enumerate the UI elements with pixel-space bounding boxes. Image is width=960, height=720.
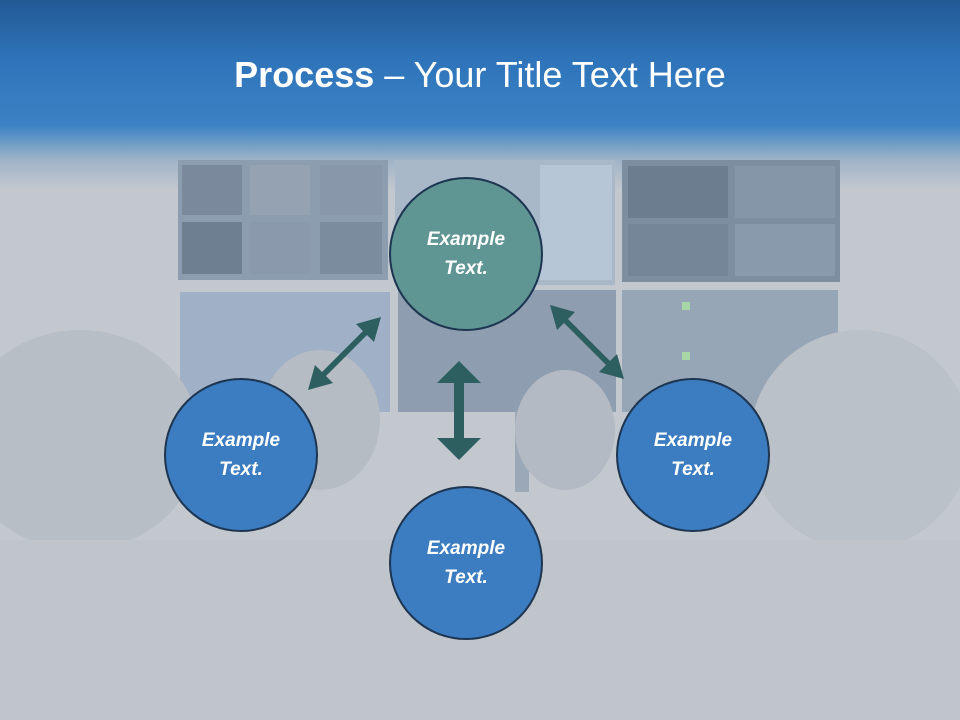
process-node-bottom-label: Example Text. [426,538,506,588]
process-node-center-label: Example Text. [426,229,506,279]
process-node-right: Example Text. [616,378,770,532]
title-bold: Process [234,54,375,95]
process-node-right-label: Example Text. [653,430,733,480]
process-node-bottom: Example Text. [389,486,543,640]
arrow-center-left [308,317,381,390]
arrow-center-bottom [437,361,481,460]
title-rest: – Your Title Text Here [374,54,726,95]
title-banner: Process – Your Title Text Here [0,0,960,190]
arrow-center-right [550,305,624,379]
process-node-left-label: Example Text. [201,430,281,480]
process-node-left: Example Text. [164,378,318,532]
process-node-center: Example Text. [389,177,543,331]
slide-title: Process – Your Title Text Here [0,52,960,98]
